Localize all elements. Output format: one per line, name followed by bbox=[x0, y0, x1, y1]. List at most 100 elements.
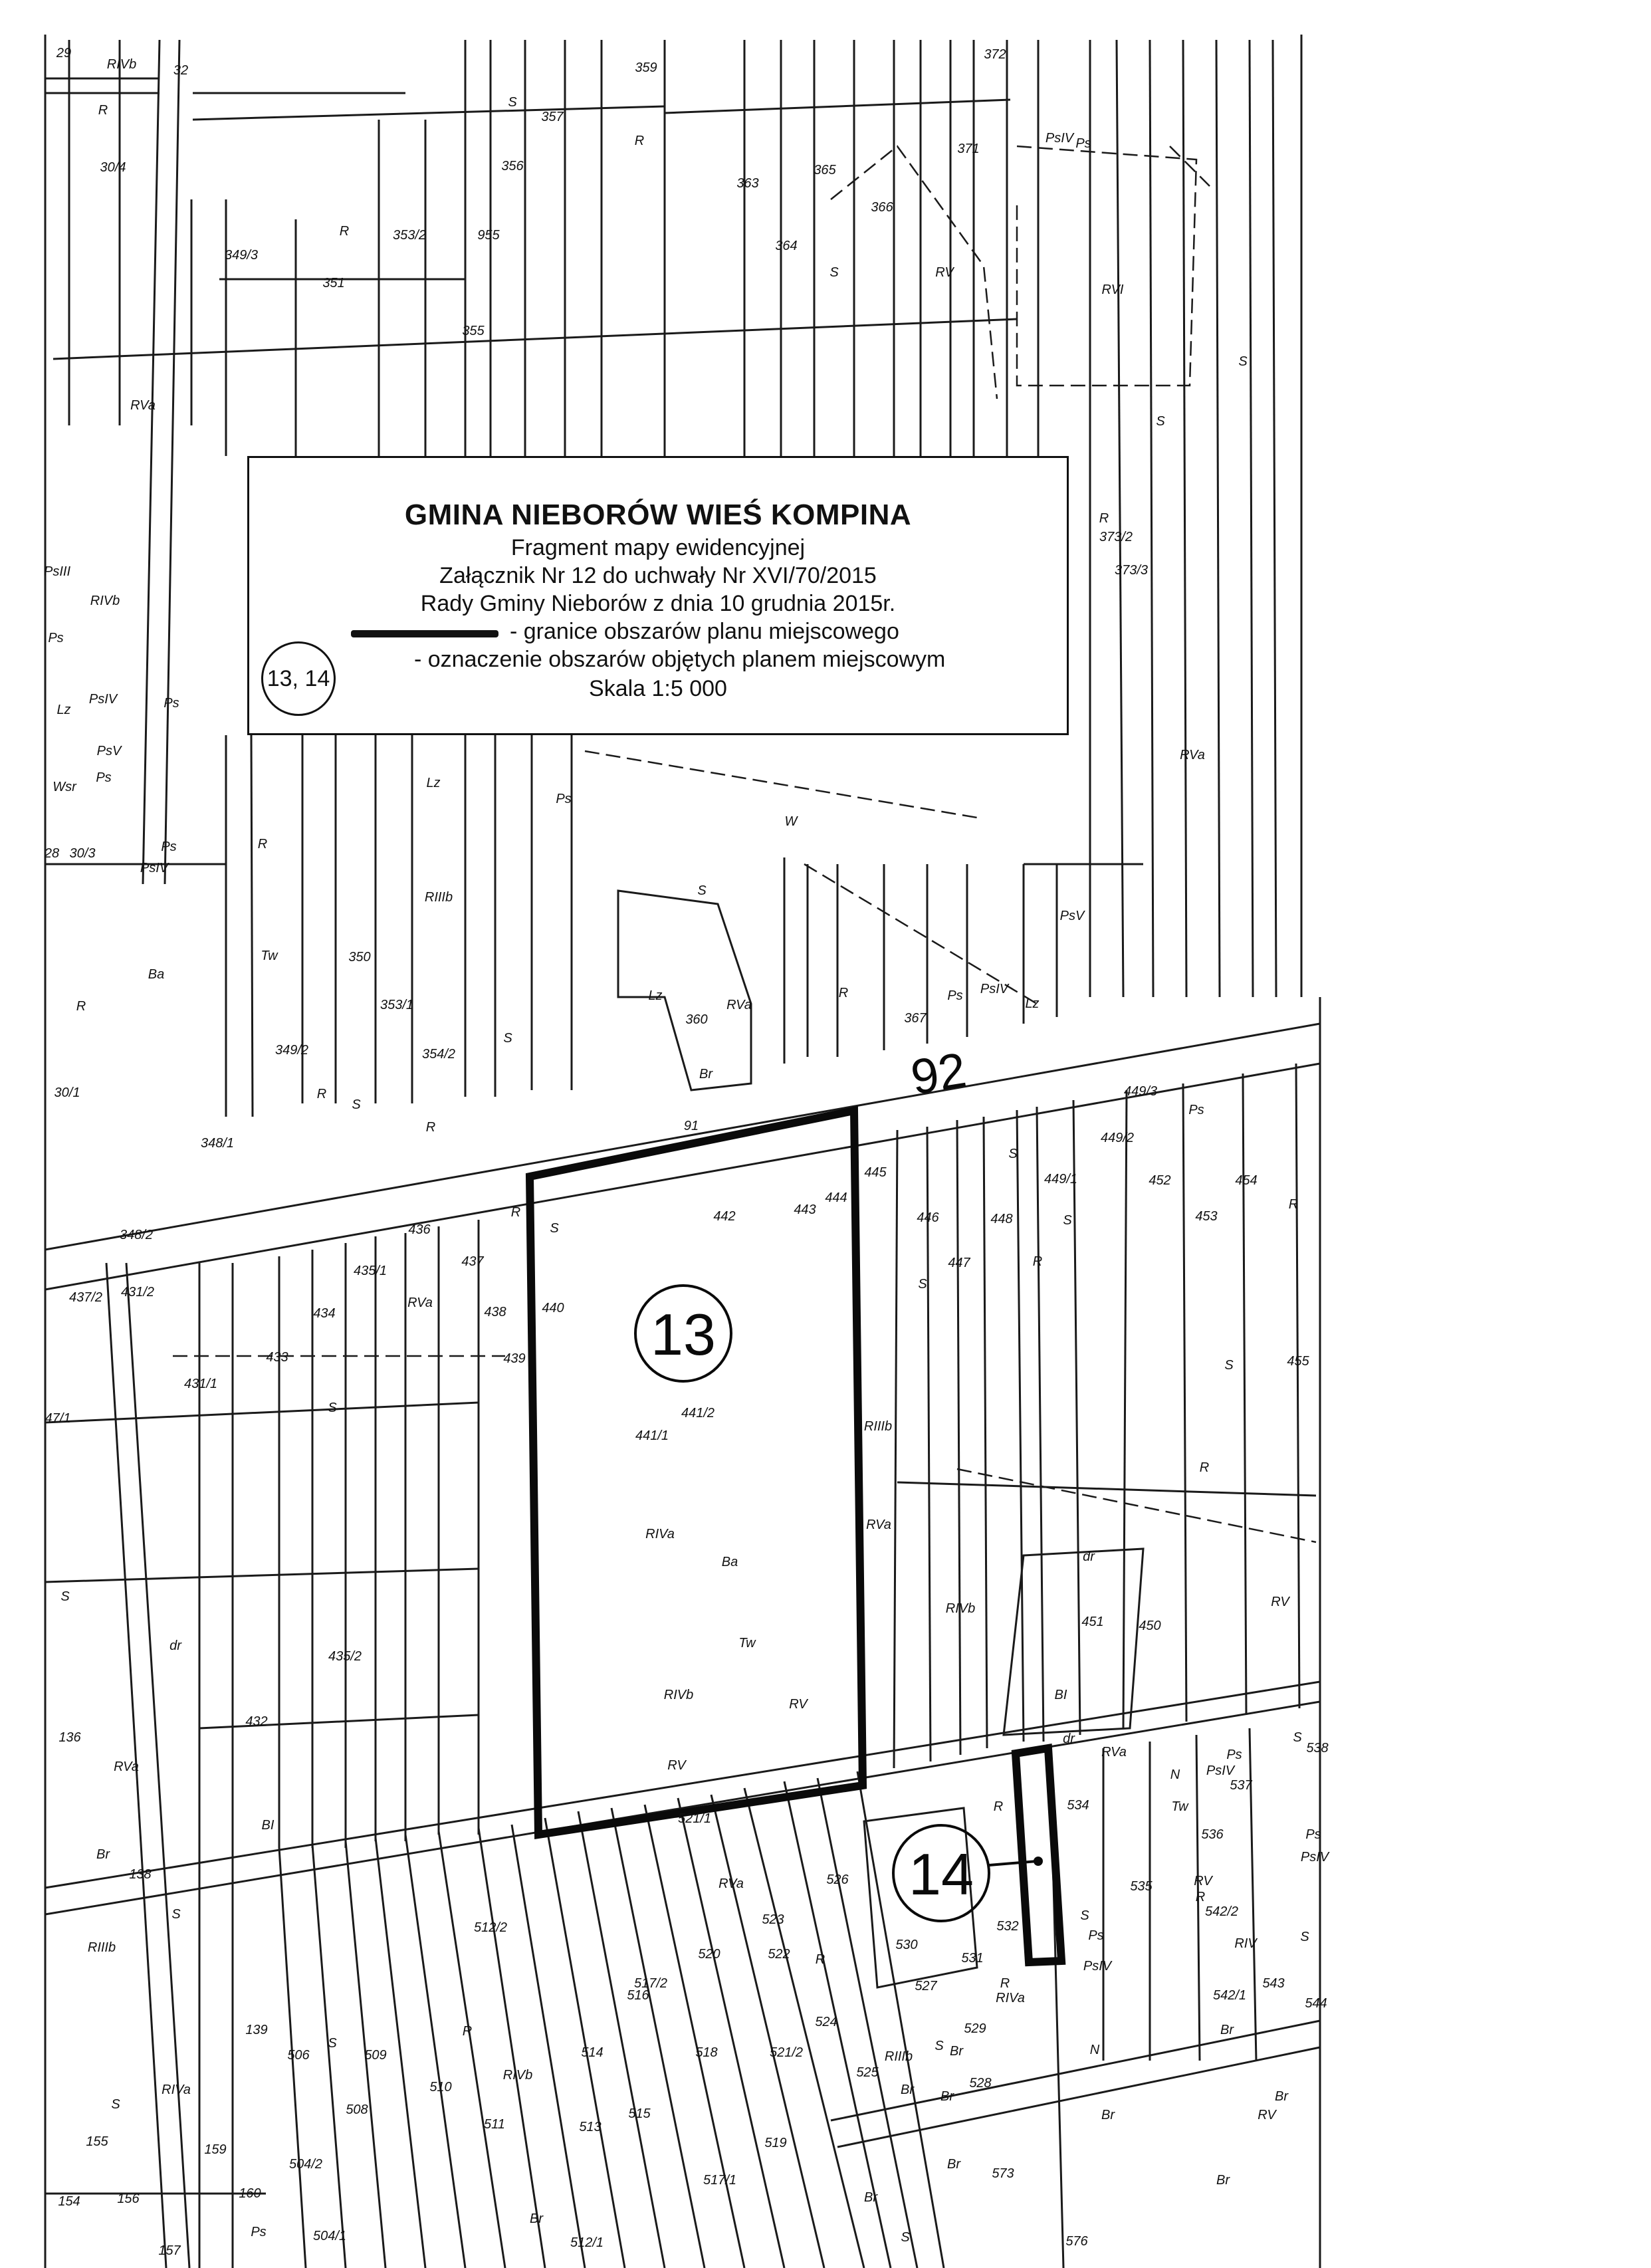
parcel-label: Ps bbox=[1226, 1748, 1242, 1762]
parcel-label: 441/1 bbox=[635, 1428, 669, 1443]
parcel-label: W bbox=[785, 814, 799, 829]
parcel-label: 448 bbox=[990, 1212, 1012, 1226]
parcel-label: RV bbox=[789, 1697, 808, 1712]
parcel-label: 349/2 bbox=[275, 1043, 308, 1058]
parcel-label: 544 bbox=[1305, 1996, 1327, 2011]
parcel-label: RVa bbox=[114, 1759, 139, 1774]
parcel-label: 511 bbox=[484, 2117, 505, 2132]
parcel-label: RIV bbox=[1234, 1936, 1258, 1951]
legend-area-text: - oznaczenie obszarów objętych planem mi… bbox=[414, 647, 946, 672]
parcel-label: 373/3 bbox=[1115, 563, 1148, 578]
parcel-label: Tw bbox=[738, 1636, 756, 1650]
plan-area-14-marker bbox=[892, 1824, 990, 1922]
parcel-label: PsV bbox=[97, 744, 122, 758]
parcel-label: Ps bbox=[1088, 1928, 1103, 1943]
parcel-label: 524 bbox=[815, 2015, 837, 2029]
parcel-label: 444 bbox=[825, 1191, 847, 1205]
parcel-label: 32 bbox=[173, 63, 188, 78]
map-legend: GMINA NIEBORÓW WIEŚ KOMPINA Fragment map… bbox=[247, 456, 1069, 735]
parcel-label: 438 bbox=[484, 1305, 506, 1319]
parcel-label: RIVa bbox=[996, 1991, 1025, 2005]
parcel-label: Br bbox=[1101, 2108, 1115, 2122]
plan-area-13-boundary bbox=[525, 1105, 867, 1839]
parcel-label: RVa bbox=[718, 1876, 744, 1891]
parcel-label: RIIIb bbox=[425, 890, 453, 905]
parcel-label: 528 bbox=[969, 2076, 991, 2091]
parcel-label: 449/1 bbox=[1044, 1172, 1077, 1187]
dashed-use-boundaries bbox=[173, 145, 1317, 1543]
parcel-label: R bbox=[839, 986, 848, 1000]
parcel-label: 450 bbox=[1139, 1619, 1160, 1633]
parcel-label: Ps bbox=[251, 2225, 266, 2239]
parcel-label: Ba bbox=[722, 1555, 738, 1569]
legend-boundary-text: - granice obszarów planu miejscowego bbox=[510, 619, 899, 644]
parcel-label: 514 bbox=[581, 2045, 603, 2060]
parcel-label: Br bbox=[699, 1067, 713, 1081]
parcel-label: R bbox=[426, 1120, 435, 1135]
parcel-label: 576 bbox=[1065, 2234, 1088, 2249]
parcel-label: 513 bbox=[579, 2120, 601, 2134]
parcel-label: 29 bbox=[56, 46, 71, 60]
plan-area-14-boundary bbox=[1011, 1744, 1066, 1967]
parcel-label: 521/1 bbox=[678, 1811, 711, 1826]
parcel-label: RVa bbox=[407, 1296, 433, 1310]
parcel-label: 367 bbox=[904, 1011, 927, 1026]
parcel-label: 431/1 bbox=[184, 1377, 217, 1391]
parcel-label: dr bbox=[1083, 1549, 1095, 1564]
parcel-label: 435/2 bbox=[328, 1649, 362, 1664]
parcel-label: PsIV bbox=[1083, 1959, 1113, 1974]
parcel-label: 504/2 bbox=[289, 2157, 322, 2172]
parcel-label: 365 bbox=[814, 163, 836, 177]
parcel-label: Br bbox=[530, 2211, 544, 2226]
parcel-label: 431/2 bbox=[121, 1285, 154, 1300]
parcel-label: 510 bbox=[429, 2080, 451, 2095]
parcel-label: RIVb bbox=[107, 57, 136, 72]
parcel-label: 355 bbox=[462, 324, 485, 338]
parcel-label: 504/1 bbox=[313, 2229, 346, 2243]
parcel-label: RVa bbox=[130, 398, 156, 413]
parcel-label: 28 bbox=[44, 846, 59, 861]
parcel-label: R bbox=[994, 1799, 1003, 1814]
parcel-label: 160 bbox=[239, 2186, 261, 2201]
parcel-label: 455 bbox=[1287, 1354, 1309, 1369]
parcel-label: 542/1 bbox=[1213, 1988, 1246, 2003]
legend-boundary-symbol bbox=[351, 630, 498, 637]
parcel-label: 520 bbox=[698, 1947, 720, 1962]
parcel-label: R bbox=[1196, 1890, 1205, 1904]
parcel-label: 434 bbox=[313, 1306, 335, 1321]
parcel-label: 543 bbox=[1262, 1976, 1284, 1991]
parcel-label: RV bbox=[1194, 1874, 1213, 1888]
parcel-label: RV bbox=[667, 1758, 687, 1773]
plan-area-13-marker bbox=[634, 1284, 732, 1383]
parcel-label: Ba bbox=[148, 967, 164, 982]
parcel-label: 517/2 bbox=[634, 1976, 667, 1991]
legend-title: GMINA NIEBORÓW WIEŚ KOMPINA bbox=[404, 499, 912, 531]
parcel-label: S bbox=[918, 1277, 927, 1292]
parcel-label: Ps bbox=[161, 840, 176, 854]
parcel-label: PsIV bbox=[1206, 1763, 1236, 1778]
parcel-label: S bbox=[1156, 414, 1165, 429]
parcel-label: RIVb bbox=[503, 2068, 532, 2083]
parcel-label: PsIV bbox=[1301, 1850, 1330, 1865]
parcel-label: 433 bbox=[266, 1350, 288, 1365]
parcel-label: 47/1 bbox=[45, 1411, 71, 1426]
parcel-label: PsIV bbox=[1046, 131, 1075, 146]
parcel-label: 518 bbox=[695, 2045, 717, 2060]
parcel-label: Lz bbox=[1025, 996, 1039, 1011]
parcel-label: RVa bbox=[1180, 748, 1205, 762]
parcel-label: S bbox=[328, 1401, 337, 1415]
parcel-label: 351 bbox=[322, 276, 344, 290]
parcel-label: BI bbox=[262, 1818, 275, 1833]
parcel-label: PsIV bbox=[89, 692, 118, 707]
parcel-label: 443 bbox=[794, 1202, 816, 1217]
plan-area-14-label: 14 bbox=[909, 1841, 974, 1907]
parcel-label: 531 bbox=[961, 1951, 983, 1966]
parcel-label: 30/3 bbox=[70, 846, 96, 861]
parcel-label: 364 bbox=[775, 239, 797, 253]
parcel-label: 357 bbox=[541, 110, 564, 124]
parcel-label: 359 bbox=[635, 60, 657, 75]
parcel-label: R bbox=[1099, 511, 1109, 526]
parcel-label: S bbox=[901, 2230, 910, 2245]
parcel-label: S bbox=[550, 1221, 559, 1236]
